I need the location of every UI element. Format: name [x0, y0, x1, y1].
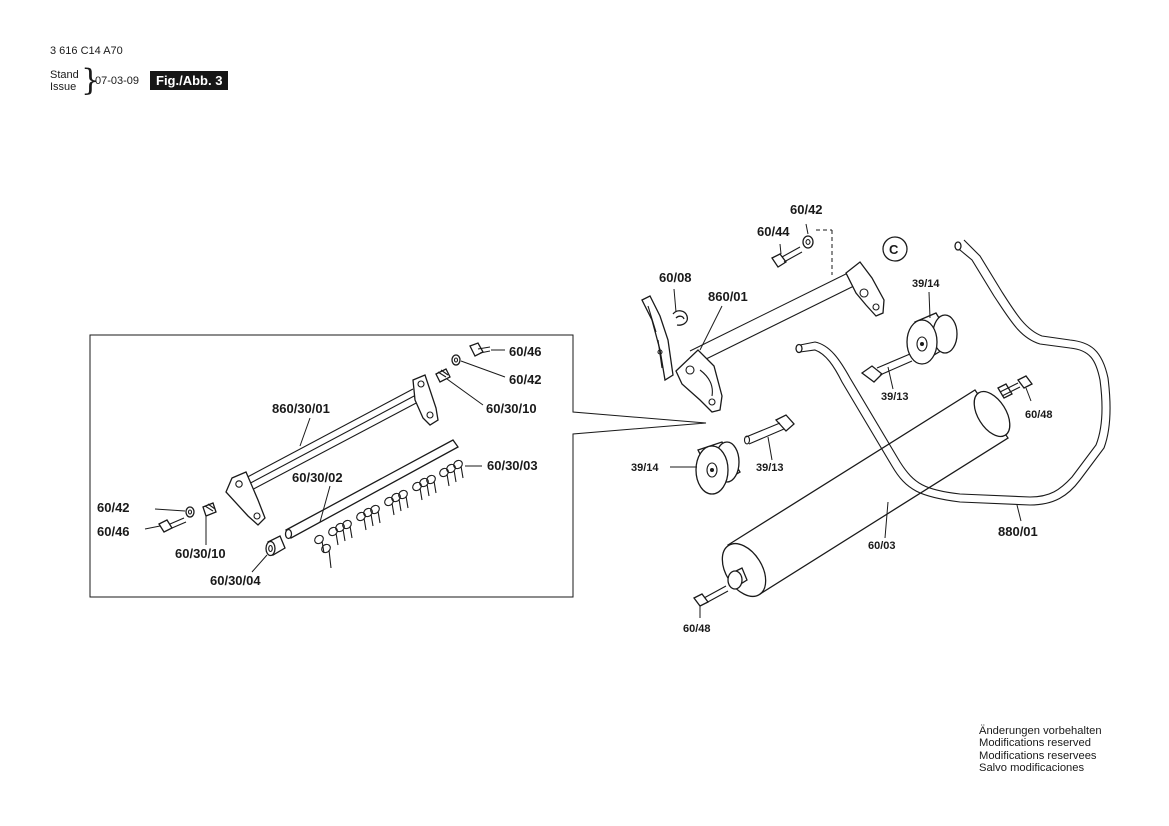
- lower-wheel-bolt-part: [743, 414, 795, 445]
- label-60-46-top: 60/46: [509, 344, 542, 359]
- lower-wheel-part: [695, 441, 741, 495]
- side-plate-part: [641, 295, 674, 382]
- detail-part-labels: 60/46 60/42 60/30/10 860/30/01 60/30/02 …: [97, 344, 542, 588]
- clip-part: [672, 310, 689, 326]
- brace-symbol: }: [81, 63, 101, 98]
- note-line: Salvo modificaciones: [979, 762, 1085, 775]
- label-60-30-10-bottom: 60/30/10: [175, 546, 226, 561]
- roller-screw-left-part: [693, 585, 729, 607]
- label-39-14-lower: 39/14: [631, 462, 659, 474]
- label-60-03: 60/03: [868, 540, 896, 552]
- label-880-01: 880/01: [998, 524, 1038, 539]
- label-860-01: 860/01: [708, 289, 748, 304]
- main-part-labels: 60/42 60/44 60/08 860/01 39/14 39/13 60/…: [631, 202, 1053, 635]
- detail-top-fasteners: [435, 342, 491, 383]
- label-39-14-upper: 39/14: [912, 278, 940, 290]
- label-60-42-detail: 60/42: [509, 372, 542, 387]
- main-leader-lines: [670, 223, 1032, 618]
- callout-marker: C: [882, 236, 908, 262]
- label-60-42-left: 60/42: [97, 500, 130, 515]
- label-60-30-10-top: 60/30/10: [486, 401, 537, 416]
- handle-bar-part: [795, 239, 1111, 506]
- detail-left-fasteners: [158, 502, 217, 533]
- label-39-13-lower: 39/13: [756, 462, 784, 474]
- issue-date: 07-03-09: [95, 75, 140, 87]
- roller-screw-right-part: [999, 375, 1033, 397]
- figure-badge: Fig./Abb. 3: [150, 71, 229, 90]
- detail-inset: [89, 334, 707, 598]
- stand-issue-label: Stand Issue: [50, 69, 79, 93]
- label-60-30-04: 60/30/04: [210, 573, 261, 588]
- detail-springs-part: [314, 459, 464, 569]
- stand-label: Stand: [50, 69, 79, 81]
- axle-bracket-part: [675, 261, 885, 413]
- roller-part: [721, 383, 1013, 598]
- upper-wheel-bolt-part: [860, 353, 913, 383]
- label-60-44: 60/44: [757, 224, 790, 239]
- label-60-42-top: 60/42: [790, 202, 823, 217]
- detail-bushing-part: [265, 535, 286, 557]
- label-60-46-left: 60/46: [97, 524, 130, 539]
- bracket-screw-part: [771, 229, 833, 275]
- detail-leader-lines: [144, 349, 506, 573]
- label-60-48-right: 60/48: [1025, 409, 1053, 421]
- issue-label: Issue: [50, 81, 77, 93]
- document-number: 3 616 C14 A70: [50, 45, 123, 57]
- note-line: Modifications reserved: [979, 737, 1091, 750]
- note-line: Modifications reservees: [979, 749, 1097, 762]
- label-60-48-bottom: 60/48: [683, 623, 711, 635]
- upper-wheel-part: [906, 312, 958, 365]
- label-60-30-03: 60/30/03: [487, 458, 538, 473]
- detail-frame-part: [225, 374, 439, 526]
- detail-shaft-part: [284, 439, 459, 540]
- label-60-08: 60/08: [659, 270, 692, 285]
- modifications-note: Änderungen vorbehalten Modifications res…: [979, 725, 1102, 775]
- callout-letter: C: [889, 242, 899, 257]
- note-line: Änderungen vorbehalten: [979, 725, 1102, 737]
- label-60-30-02: 60/30/02: [292, 470, 343, 485]
- label-860-30-01: 860/30/01: [272, 401, 330, 416]
- label-39-13-upper: 39/13: [881, 391, 909, 403]
